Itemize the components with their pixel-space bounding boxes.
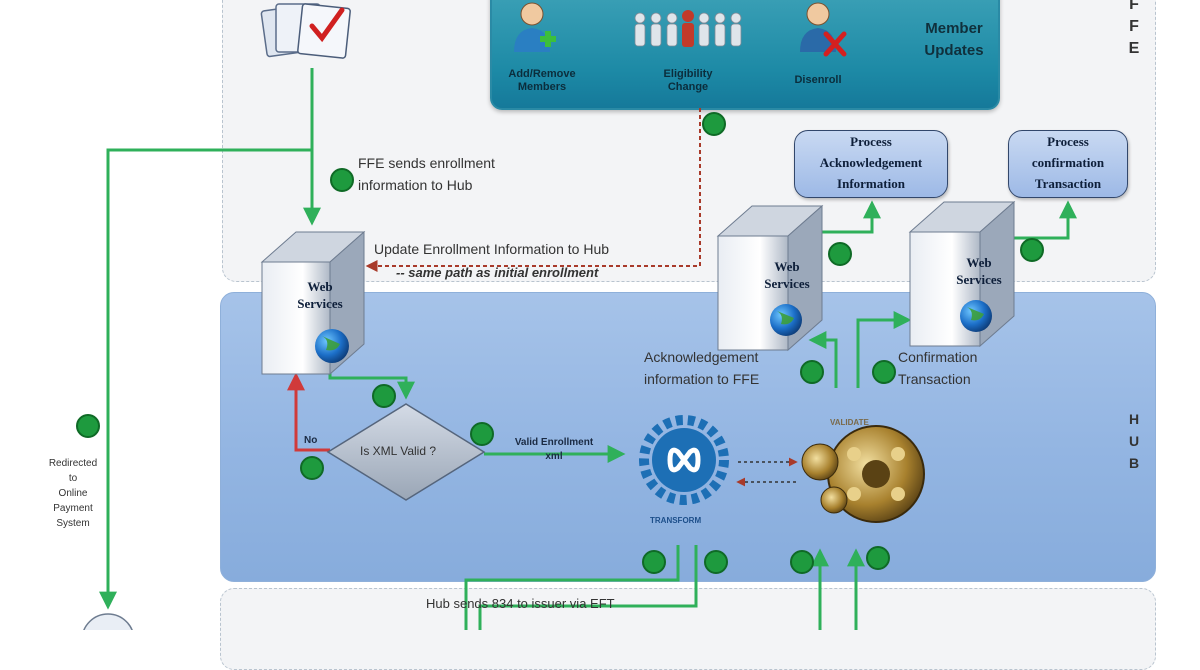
disenroll-label: Disenroll (794, 74, 842, 86)
hub-sends-834-label: Hub sends 834 to issuer via EFT (426, 596, 615, 611)
step-badge (330, 168, 354, 192)
validate-gears-icon (801, 425, 925, 523)
step-badge (470, 422, 494, 446)
step-badge (790, 550, 814, 574)
step-badge (1020, 238, 1044, 262)
member-updates-panel (490, 0, 1000, 110)
step-badge (800, 360, 824, 384)
disenroll-icon (800, 2, 847, 57)
documents-check-icon (260, 3, 351, 59)
step-badge (702, 112, 726, 136)
step-badge (866, 546, 890, 570)
diagram-connectors (83, 2, 1077, 630)
web-services-server-confirmation (908, 200, 1016, 348)
step-badge (872, 360, 896, 384)
xml-valid-decision (326, 403, 486, 501)
step-badge (300, 456, 324, 480)
validate-label: VALIDATE (830, 418, 869, 427)
transform-label: TRANSFORM (650, 516, 702, 525)
no-label: No (304, 435, 318, 446)
update-enrollment-label: Update Enrollment Information to Hub (374, 241, 610, 257)
step-badge (372, 384, 396, 408)
transform-gear-icon (639, 415, 729, 505)
step-badge (76, 414, 100, 438)
online-payment-system-node (83, 613, 133, 630)
step-badge (642, 550, 666, 574)
eligibility-people-icon (634, 10, 742, 47)
add-member-icon (514, 2, 556, 52)
same-path-label: -- same path as initial enrollment (396, 265, 599, 280)
web-services-server-ack (716, 204, 824, 352)
is-xml-valid-label: Is XML Valid ? (360, 444, 437, 458)
step-badge (704, 550, 728, 574)
step-badge (828, 242, 852, 266)
web-services-server-left (260, 230, 366, 376)
